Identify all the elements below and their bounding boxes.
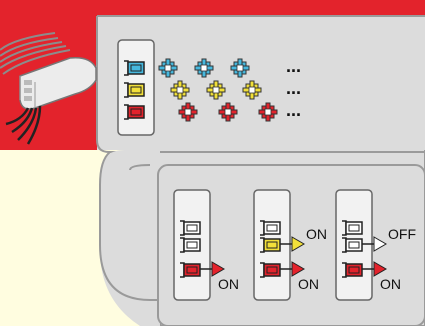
more-indicator: ...: [286, 56, 301, 76]
top-port-yellow: [124, 82, 145, 98]
connector-band: [100, 150, 160, 326]
port-state-label: ON: [380, 276, 401, 292]
right-arrow-icon: [291, 261, 305, 277]
card-1-port-2: [180, 237, 201, 253]
connector-icon-red-1: [218, 102, 238, 122]
connector-icon-yellow-2: [242, 80, 262, 100]
card-3-port-2: [342, 237, 363, 253]
right-arrow-icon: [373, 236, 387, 252]
top-rows: .........: [124, 56, 301, 122]
right-arrow-icon: [291, 236, 305, 252]
connector-icon-cyan-0: [158, 58, 178, 78]
port-state-label: ON: [298, 276, 319, 292]
card-1-port-1: [180, 220, 201, 236]
connector-icon-yellow-1: [206, 80, 226, 100]
port-state-label: ON: [218, 276, 239, 292]
connector-icon-cyan-1: [194, 58, 214, 78]
connector-icon-red-2: [258, 102, 278, 122]
top-port-red: [124, 104, 145, 120]
more-indicator: ...: [286, 78, 301, 98]
connector-icon-cyan-2: [230, 58, 250, 78]
light-band: [0, 150, 95, 326]
top-port-cyan: [124, 60, 145, 76]
card-2-port-1: [260, 220, 281, 236]
card-3-port-1: [342, 220, 363, 236]
connector-icon-yellow-0: [170, 80, 190, 100]
port-cards: ON ON ON OFF ON: [173, 189, 416, 301]
connector-icon-red-0: [178, 102, 198, 122]
card-2-port-3: [260, 262, 281, 278]
card-1-port-3: [180, 262, 201, 278]
more-indicator: ...: [286, 100, 301, 120]
multiport-device-icon: [0, 32, 97, 145]
card-2-port-2: [260, 237, 281, 253]
card-3-port-3: [342, 262, 363, 278]
right-arrow-icon: [373, 261, 387, 277]
port-state-label: OFF: [388, 226, 416, 242]
port-state-label: ON: [306, 226, 327, 242]
connector-band-outline: [99, 151, 158, 301]
main-panel-body: [97, 16, 425, 150]
right-arrow-icon: [211, 261, 225, 277]
